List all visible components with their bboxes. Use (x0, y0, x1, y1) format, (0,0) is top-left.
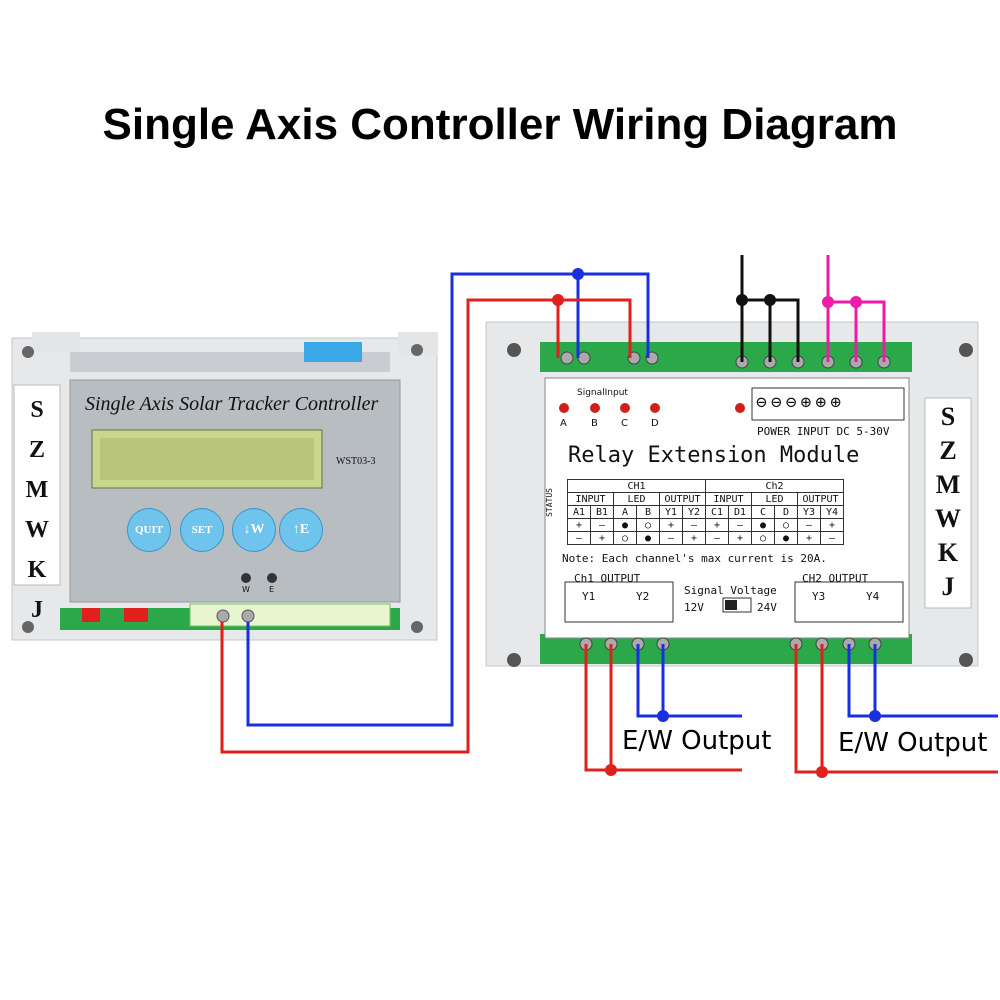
table-header: LED (751, 492, 798, 506)
arrow-down-icon: ↓ (243, 522, 251, 537)
wires (220, 255, 998, 774)
ch1-red-output-wire (584, 644, 742, 772)
ch2-blue-output-wire (847, 644, 998, 718)
table-header: OUTPUT (659, 492, 706, 506)
controller-model: WST03-3 (336, 456, 376, 467)
table-row: –+ ○● –+ –+ ○● +– (567, 531, 844, 545)
relay-module-name: Relay Extension Module (568, 443, 860, 468)
blue-connector-block (304, 342, 362, 362)
ch2-output-label: CH2 OUTPUT (802, 572, 869, 585)
blue-signal-wire (246, 272, 650, 727)
power-terminal-symbols: ⊖⊖⊖⊕⊕⊕ (756, 392, 846, 413)
signal-input-label: SignalInput (577, 388, 628, 398)
table-row: +– ●○ +– +– ●○ –+ (567, 518, 844, 532)
ch1-label: CH1 (567, 479, 706, 493)
current-note: Note: Each channel's max current is 20A. (562, 552, 827, 565)
status-table: CH1 Ch2 INPUT LED OUTPUT INPUT LED OUTPU… (567, 479, 844, 545)
output-y2: Y2 (636, 590, 650, 603)
ch2-red-output-wire (794, 644, 998, 774)
signal-led-a: A (560, 418, 567, 429)
east-button[interactable]: ↑E (279, 508, 323, 552)
controller-device (11, 332, 438, 641)
page-title: Single Axis Controller Wiring Diagram (102, 100, 898, 149)
power-input-label: POWER INPUT DC 5-30V (757, 425, 890, 438)
set-button[interactable]: SET (180, 508, 224, 552)
signal-led-c: C (621, 418, 628, 429)
output-y1: Y1 (582, 590, 596, 603)
voltage-12v-label: 12V (684, 601, 704, 614)
red-signal-wire (220, 298, 632, 754)
quit-button[interactable]: QUIT (127, 508, 171, 552)
ch1-blue-output-wire (636, 644, 742, 718)
ch1-output-label: Ch1 OUTPUT (574, 572, 641, 585)
led-label-e: E (269, 585, 275, 594)
output-y3: Y3 (812, 590, 826, 603)
status-label: STATUS (545, 488, 554, 517)
signal-led-b: B (591, 418, 598, 429)
signal-led-d: D (651, 418, 659, 429)
table-header: INPUT (567, 492, 614, 506)
arrow-up-icon: ↑ (292, 522, 300, 537)
signal-voltage-label: Signal Voltage (684, 584, 777, 597)
led-label-w: W (242, 585, 250, 594)
ch2-label: Ch2 (705, 479, 844, 493)
ew-output-label-left: E/W Output (622, 726, 772, 756)
controller-name: Single Axis Solar Tracker Controller (85, 393, 379, 415)
ew-output-label-right: E/W Output (838, 728, 988, 758)
wire-junctions (552, 268, 881, 778)
voltage-24v-label: 24V (757, 601, 777, 614)
table-header: LED (613, 492, 660, 506)
table-header: INPUT (705, 492, 752, 506)
output-y4: Y4 (866, 590, 880, 603)
table-header: OUTPUT (797, 492, 844, 506)
west-button[interactable]: ↓W (232, 508, 276, 552)
